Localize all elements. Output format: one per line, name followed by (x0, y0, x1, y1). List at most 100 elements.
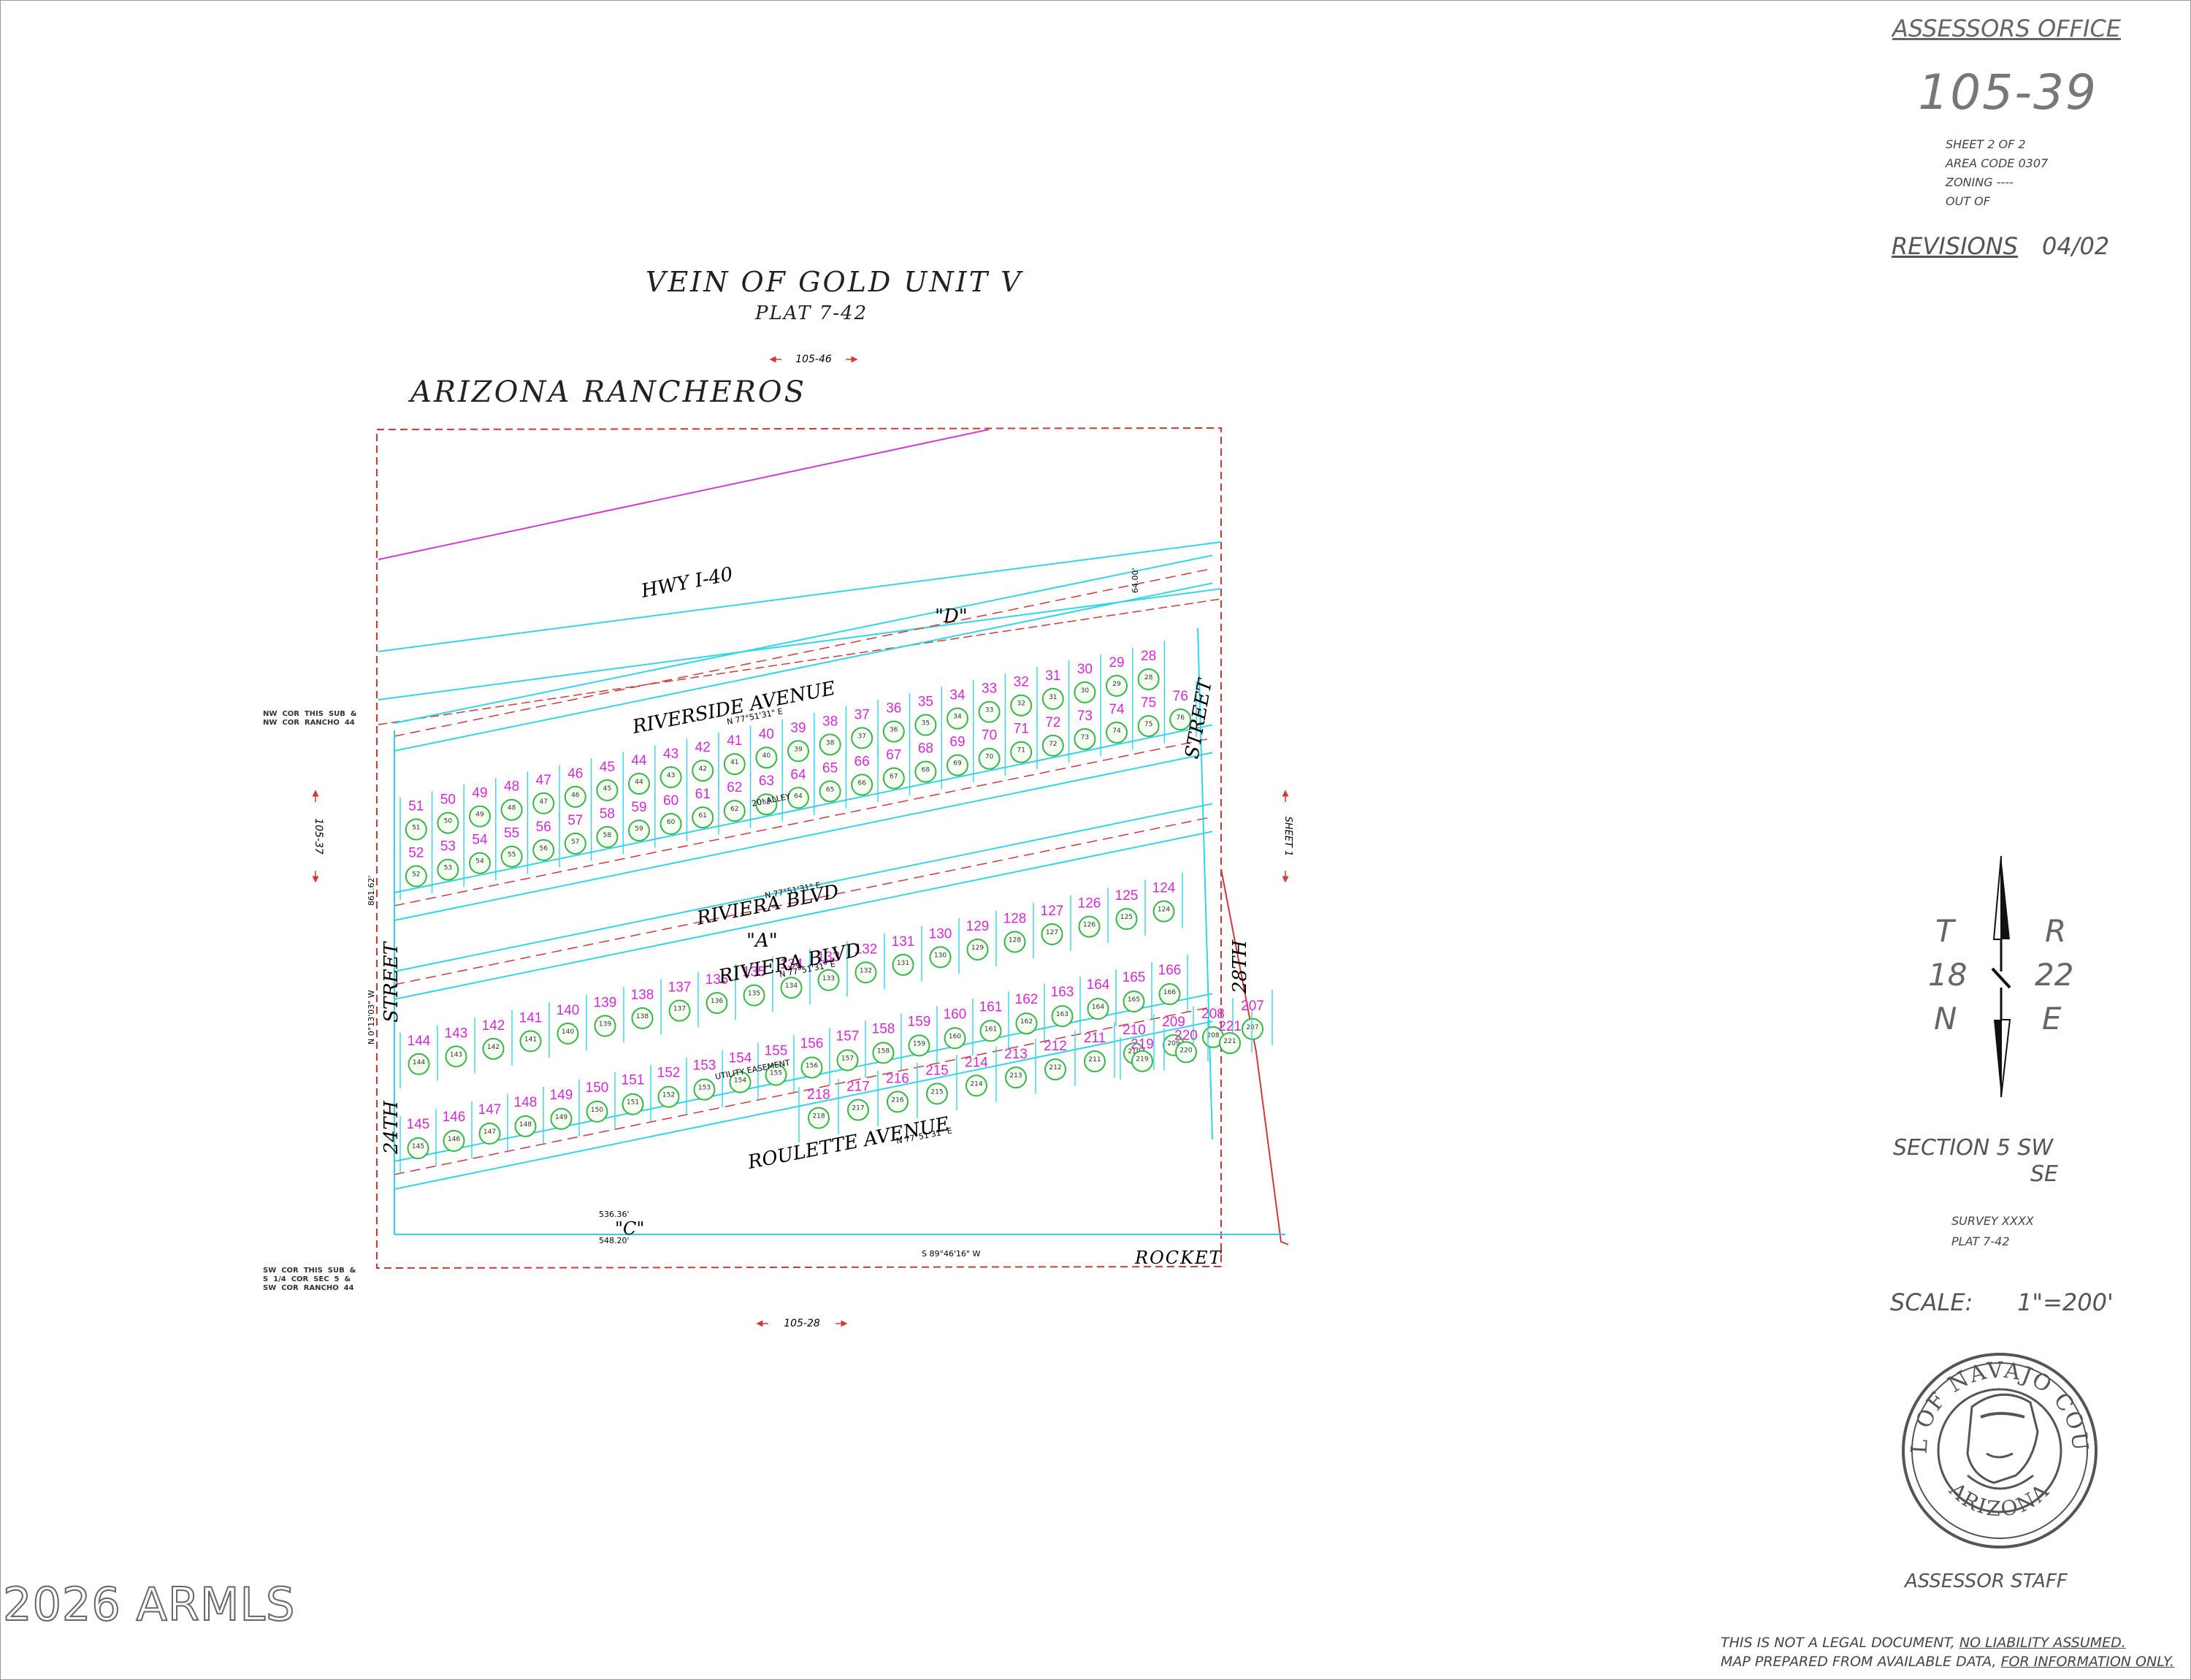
ref-right[interactable]: SHEET 1 (1277, 790, 1294, 883)
lot-number[interactable]: 156 (800, 1036, 824, 1051)
parcel-marker[interactable] (723, 800, 746, 822)
lot-number[interactable]: 137 (668, 980, 692, 996)
lot-number[interactable]: 153 (693, 1058, 716, 1074)
parcel-marker[interactable] (659, 813, 682, 836)
lot-number[interactable]: 29 (1109, 655, 1124, 671)
lot-number[interactable]: 71 (1014, 722, 1029, 737)
lot-number[interactable]: 64 (790, 767, 806, 782)
parcel-marker[interactable] (787, 787, 809, 809)
parcel-marker[interactable] (978, 747, 1001, 770)
parcel-marker[interactable] (947, 707, 968, 730)
lot-number[interactable]: 33 (982, 681, 997, 697)
parcel-marker[interactable] (872, 1042, 895, 1064)
lot-number[interactable]: 142 (482, 1018, 505, 1034)
lot-number[interactable]: 146 (443, 1110, 466, 1125)
lot-number[interactable]: 55 (504, 826, 519, 841)
parcel-marker[interactable] (755, 747, 778, 769)
lot-number[interactable]: 28 (1141, 649, 1156, 664)
parcel-marker[interactable] (407, 1137, 429, 1159)
parcel-marker[interactable] (851, 727, 873, 749)
lot-number[interactable]: 160 (944, 1007, 967, 1022)
parcel-marker[interactable] (1051, 1005, 1074, 1028)
parcel-marker[interactable] (500, 845, 523, 868)
lot-number[interactable]: 164 (1087, 977, 1110, 993)
parcel-marker[interactable] (706, 992, 728, 1015)
lot-number[interactable]: 36 (886, 700, 901, 716)
lot-number[interactable]: 34 (949, 688, 966, 703)
parcel-marker[interactable] (723, 753, 746, 776)
parcel-marker[interactable] (819, 733, 841, 756)
lot-number[interactable]: 131 (892, 934, 915, 950)
parcel-marker[interactable] (482, 1037, 505, 1060)
lot-number[interactable]: 42 (695, 740, 711, 755)
parcel-marker[interactable] (514, 1115, 537, 1137)
parcel-marker[interactable] (1242, 1017, 1263, 1040)
parcel-marker[interactable] (1003, 931, 1026, 953)
lot-number[interactable]: 54 (472, 833, 488, 848)
lot-number[interactable]: 38 (822, 714, 838, 729)
parcel-marker[interactable] (519, 1030, 542, 1053)
parcel-marker[interactable] (787, 740, 809, 763)
parcel-marker[interactable] (668, 999, 691, 1022)
lot-number[interactable]: 61 (695, 787, 711, 802)
parcel-marker[interactable] (692, 760, 714, 782)
lot-number[interactable]: 215 (925, 1063, 949, 1078)
parcel-marker[interactable] (765, 1064, 787, 1086)
lot-number[interactable]: 165 (1123, 970, 1146, 985)
parcel-marker[interactable] (564, 785, 586, 808)
lot-number[interactable]: 75 (1141, 695, 1156, 711)
parcel-marker[interactable] (892, 953, 914, 976)
parcel-marker[interactable] (1078, 915, 1101, 938)
lot-number[interactable]: 128 (1003, 911, 1027, 926)
parcel-marker[interactable] (819, 780, 841, 803)
ref-top[interactable]: 105-46 (769, 349, 858, 367)
lot-number[interactable]: 138 (631, 988, 654, 1003)
lot-number[interactable]: 221 (1218, 1019, 1242, 1034)
parcel-marker[interactable] (1084, 1050, 1106, 1073)
parcel-marker[interactable] (1041, 923, 1063, 946)
parcel-marker[interactable] (854, 961, 877, 984)
parcel-marker[interactable] (469, 852, 491, 874)
parcel-marker[interactable] (478, 1122, 501, 1145)
parcel-marker[interactable] (1169, 709, 1192, 731)
lot-number[interactable]: 147 (478, 1102, 502, 1118)
lot-number[interactable]: 217 (846, 1079, 870, 1094)
lot-number[interactable]: 141 (519, 1010, 543, 1026)
parcel-marker[interactable] (405, 818, 427, 841)
lot-number[interactable]: 211 (1084, 1031, 1106, 1046)
parcel-marker[interactable] (1010, 694, 1033, 717)
lot-number[interactable]: 58 (600, 806, 615, 822)
parcel-marker[interactable] (1074, 728, 1096, 750)
lot-number[interactable]: 39 (790, 720, 806, 736)
lot-number[interactable]: 135 (743, 965, 766, 980)
parcel-marker[interactable] (929, 946, 952, 969)
parcel-marker[interactable] (550, 1107, 573, 1130)
parcel-marker[interactable] (1131, 1050, 1153, 1072)
lot-number[interactable]: 144 (408, 1034, 431, 1049)
parcel-marker[interactable] (557, 1022, 579, 1045)
parcel-marker[interactable] (1015, 1012, 1038, 1035)
lot-number[interactable]: 126 (1078, 896, 1101, 912)
parcel-marker[interactable] (1123, 990, 1145, 1013)
parcel-marker[interactable] (631, 1007, 654, 1030)
parcel-marker[interactable] (628, 819, 650, 841)
parcel-marker[interactable] (1219, 1032, 1241, 1055)
parcel-marker[interactable] (628, 772, 650, 795)
lot-number[interactable]: 69 (949, 735, 965, 750)
lot-number[interactable]: 166 (1158, 963, 1182, 978)
lot-number[interactable]: 63 (759, 774, 774, 789)
lot-number[interactable]: 59 (631, 800, 646, 815)
lot-number[interactable]: 214 (965, 1055, 988, 1070)
parcel-marker[interactable] (851, 774, 873, 796)
lot-number[interactable]: 43 (663, 747, 678, 762)
lot-number[interactable]: 51 (408, 799, 424, 814)
parcel-marker[interactable] (1115, 908, 1138, 931)
lot-number[interactable]: 65 (822, 760, 838, 776)
lot-number[interactable]: 50 (440, 793, 456, 808)
parcel-marker[interactable] (1106, 721, 1128, 744)
lot-number[interactable]: 56 (536, 820, 551, 835)
parcel-marker[interactable] (908, 1034, 930, 1057)
parcel-marker[interactable] (979, 1020, 1002, 1042)
lot-number[interactable]: 210 (1123, 1023, 1146, 1038)
lot-number[interactable]: 31 (1045, 668, 1060, 684)
